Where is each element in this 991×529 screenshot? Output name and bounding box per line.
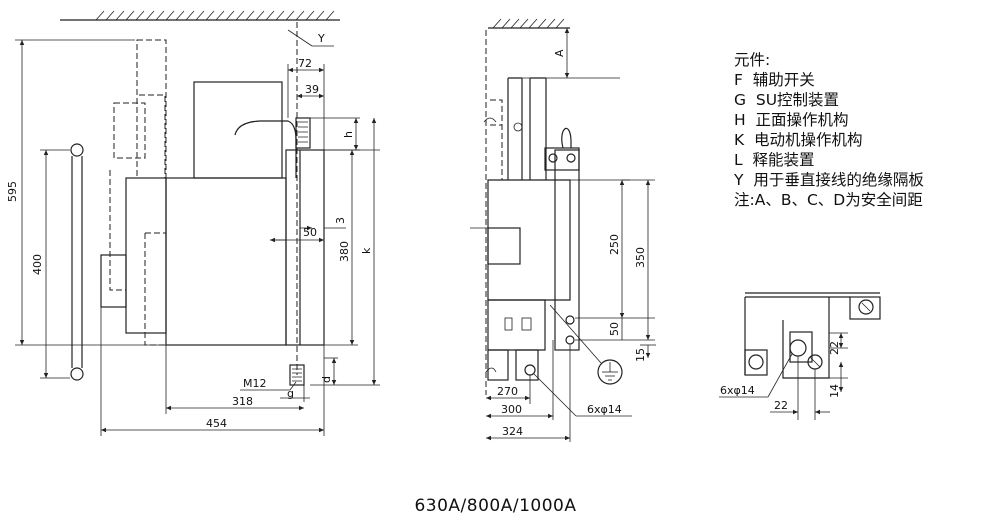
dim-3: 3 [334, 217, 347, 224]
front-view: A [470, 18, 656, 442]
dim-454: 454 [206, 417, 227, 430]
holes-label-front: 6xφ14 [587, 403, 622, 416]
dim-400: 400 [31, 254, 44, 275]
dim-39: 39 [305, 83, 319, 96]
main-body [165, 177, 287, 346]
dim-M12: M12 [243, 377, 267, 390]
dim-50b: 50 [608, 322, 621, 336]
legend-item-F: F 辅助开关 [734, 70, 924, 90]
detail-view: 22 14 22 6xφ14 [719, 292, 881, 420]
holes-label-detail: 6xφ14 [720, 384, 755, 397]
front-panel [285, 149, 325, 346]
legend-item-H: H 正面操作机构 [734, 110, 924, 130]
legend-code: F [734, 71, 743, 89]
front-right-panel [554, 149, 580, 351]
dim-50: 50 [303, 226, 317, 239]
dim-22-horizontal: 22 [774, 399, 788, 412]
legend-code: G [734, 91, 747, 109]
legend-text: 释能装置 [752, 151, 815, 169]
dim-250: 250 [608, 234, 621, 255]
front-body [487, 179, 571, 301]
legend-title: 元件: [734, 51, 771, 69]
drawing-caption: 630A/800A/1000A [414, 496, 577, 516]
dim-350: 350 [634, 247, 647, 268]
lower-terminal [289, 364, 305, 386]
dim-72: 72 [298, 57, 312, 70]
upper-block [193, 81, 283, 179]
ground-symbol-icon [549, 304, 623, 385]
dim-A: A [553, 49, 566, 57]
dim-270: 270 [497, 385, 518, 398]
dim-15: 15 [634, 348, 647, 362]
dim-595: 595 [6, 181, 19, 202]
legend-text: 辅助开关 [752, 71, 815, 89]
top-dashed-outline [136, 39, 167, 179]
legend-code: H [734, 111, 746, 129]
legend-code: Y [734, 171, 744, 189]
legend-item-G: G SU控制装置 [734, 90, 924, 110]
dim-14: 14 [828, 384, 841, 398]
dim-d: d [320, 376, 333, 383]
legend-text: 用于垂直接线的绝缘隔板 [753, 171, 924, 189]
side-view: 595 400 Y 72 39 h 3 50 380 [6, 10, 380, 436]
lifting-rod [70, 143, 84, 381]
legend-item-Y: Y 用于垂直接线的绝缘隔板 [734, 170, 924, 190]
legend-text: SU控制装置 [755, 91, 840, 109]
dim-318: 318 [232, 395, 253, 408]
legend-item-K: K 电动机操作机构 [734, 130, 924, 150]
upper-terminal [295, 117, 311, 149]
dim-324: 324 [502, 425, 523, 438]
component-legend: 元件: F 辅助开关 G SU控制装置 H 正面操作机构 K 电动机操作机构 L… [734, 50, 924, 210]
ceiling-hatch-2 [488, 18, 570, 29]
dim-22-vertical: 22 [828, 341, 841, 355]
dim-h: h [342, 131, 355, 138]
legend-code: L [734, 151, 743, 169]
legend-item-L: L 释能装置 [734, 150, 924, 170]
dim-300: 300 [501, 403, 522, 416]
dim-g: g [287, 387, 294, 400]
dim-Y: Y [317, 32, 325, 45]
legend-text: 正面操作机构 [755, 111, 849, 129]
dim-380: 380 [338, 241, 351, 262]
legend-note: 注:A、B、C、D为安全间距 [734, 191, 923, 209]
legend-code: K [734, 131, 745, 149]
dim-k: k [360, 247, 373, 254]
ceiling-hatch [60, 10, 340, 21]
legend-text: 电动机操作机构 [754, 131, 863, 149]
